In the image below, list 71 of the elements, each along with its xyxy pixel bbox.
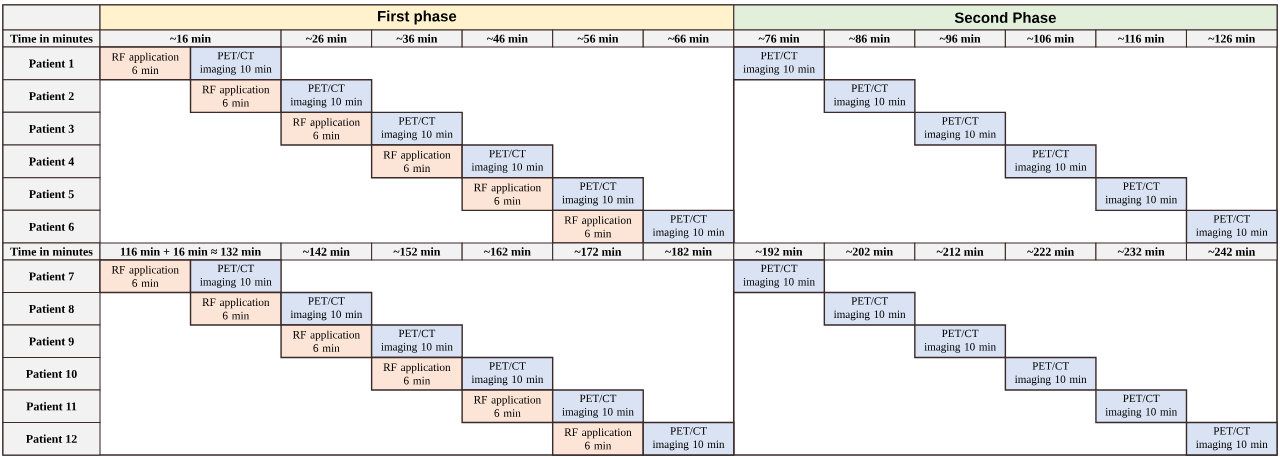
imaging-box: PET/CT imaging 10 min	[914, 111, 1007, 146]
patient-cell: Patient 6	[2, 209, 101, 244]
imaging-box: PET/CT imaging 10 min	[461, 144, 554, 179]
rf-application-box: RF application 6 min	[551, 209, 644, 244]
imaging-box: PET/CT imaging 10 min	[1185, 209, 1278, 244]
rf-application-box: RF application 6 min	[280, 324, 373, 359]
time-header-cell: ~142 min	[280, 242, 373, 261]
time-header-cell: ~212 min	[914, 242, 1006, 261]
imaging-box: PET/CT imaging 10 min	[1004, 356, 1097, 391]
rf-application-box: RF application 6 min	[461, 176, 554, 212]
rf-application-box: RF application 6 min	[99, 46, 192, 81]
patient-cell: Patient 8	[2, 292, 101, 326]
time-header-cell: ~106 min	[1004, 29, 1097, 48]
time-header-cell: ~232 min	[1095, 242, 1187, 261]
imaging-box: PET/CT imaging 10 min	[551, 389, 644, 424]
patient-cell: Patient 3	[2, 111, 101, 146]
patient-cell: Patient 5	[2, 177, 101, 211]
imaging-box: PET/CT imaging 10 min	[914, 324, 1007, 359]
patient-cell: Patient 1	[2, 46, 101, 81]
patient-cell: Patient 11	[2, 389, 101, 424]
imaging-box: PET/CT imaging 10 min	[823, 78, 916, 114]
imaging-box: PET/CT imaging 10 min	[189, 46, 282, 81]
imaging-box: PET/CT imaging 10 min	[1004, 144, 1097, 179]
time-header-cell: ~36 min	[371, 29, 463, 48]
time-header-cell: ~242 min	[1185, 242, 1278, 261]
time-header-cell: ~202 min	[823, 242, 916, 261]
imaging-box: PET/CT imaging 10 min	[370, 111, 463, 146]
rf-application-box: RF application 6 min	[280, 111, 373, 146]
imaging-box: PET/CT imaging 10 min	[551, 176, 644, 212]
imaging-box: PET/CT imaging 10 min	[461, 356, 554, 391]
patient-cell: Patient 9	[2, 324, 101, 359]
header-cell	[2, 4, 101, 31]
time-header-cell: ~26 min	[280, 29, 373, 48]
patient-cell: Patient 12	[2, 422, 101, 456]
patient-cell: Patient 4	[2, 144, 101, 179]
phase-header: First phase	[99, 4, 735, 31]
time-header-cell: ~96 min	[914, 29, 1006, 48]
rf-application-box: RF application 6 min	[189, 291, 282, 326]
imaging-box: PET/CT imaging 10 min	[280, 291, 373, 326]
imaging-box: PET/CT imaging 10 min	[823, 291, 916, 326]
time-header-cell: ~86 min	[823, 29, 916, 48]
imaging-box: PET/CT imaging 10 min	[733, 259, 826, 294]
rf-application-box: RF application 6 min	[99, 259, 192, 294]
phase-header: Second Phase	[733, 4, 1278, 31]
patient-cell: Patient 7	[2, 259, 101, 294]
time-header-cell: ~182 min	[642, 242, 735, 261]
imaging-box: PET/CT imaging 10 min	[1095, 389, 1188, 424]
imaging-box: PET/CT imaging 10 min	[733, 46, 826, 81]
time-header-cell: ~172 min	[552, 242, 644, 261]
imaging-box: PET/CT imaging 10 min	[642, 209, 735, 244]
imaging-box: PET/CT imaging 10 min	[189, 259, 282, 294]
rf-application-box: RF application 6 min	[370, 144, 463, 179]
time-header-cell: ~46 min	[461, 29, 554, 48]
time-header-cell: ~152 min	[371, 242, 463, 261]
patient-cell: Patient 2	[2, 79, 101, 113]
time-header-cell: ~126 min	[1185, 29, 1278, 48]
imaging-box: PET/CT imaging 10 min	[280, 78, 373, 114]
rf-application-box: RF application 6 min	[461, 389, 554, 424]
patient-cell: Patient 10	[2, 357, 101, 391]
imaging-box: PET/CT imaging 10 min	[1185, 421, 1278, 456]
time-header-cell: ~222 min	[1004, 242, 1097, 261]
time-header-cell: ~66 min	[642, 29, 735, 48]
rf-application-box: RF application 6 min	[551, 421, 644, 456]
time-header-cell: ~56 min	[552, 29, 644, 48]
time-header-cell: ~116 min	[1095, 29, 1187, 48]
imaging-box: PET/CT imaging 10 min	[1095, 176, 1188, 212]
rf-application-box: RF application 6 min	[189, 78, 282, 114]
time-header-cell: ~162 min	[461, 242, 554, 261]
imaging-box: PET/CT imaging 10 min	[370, 324, 463, 359]
imaging-box: PET/CT imaging 10 min	[642, 421, 735, 456]
rf-application-box: RF application 6 min	[370, 356, 463, 391]
